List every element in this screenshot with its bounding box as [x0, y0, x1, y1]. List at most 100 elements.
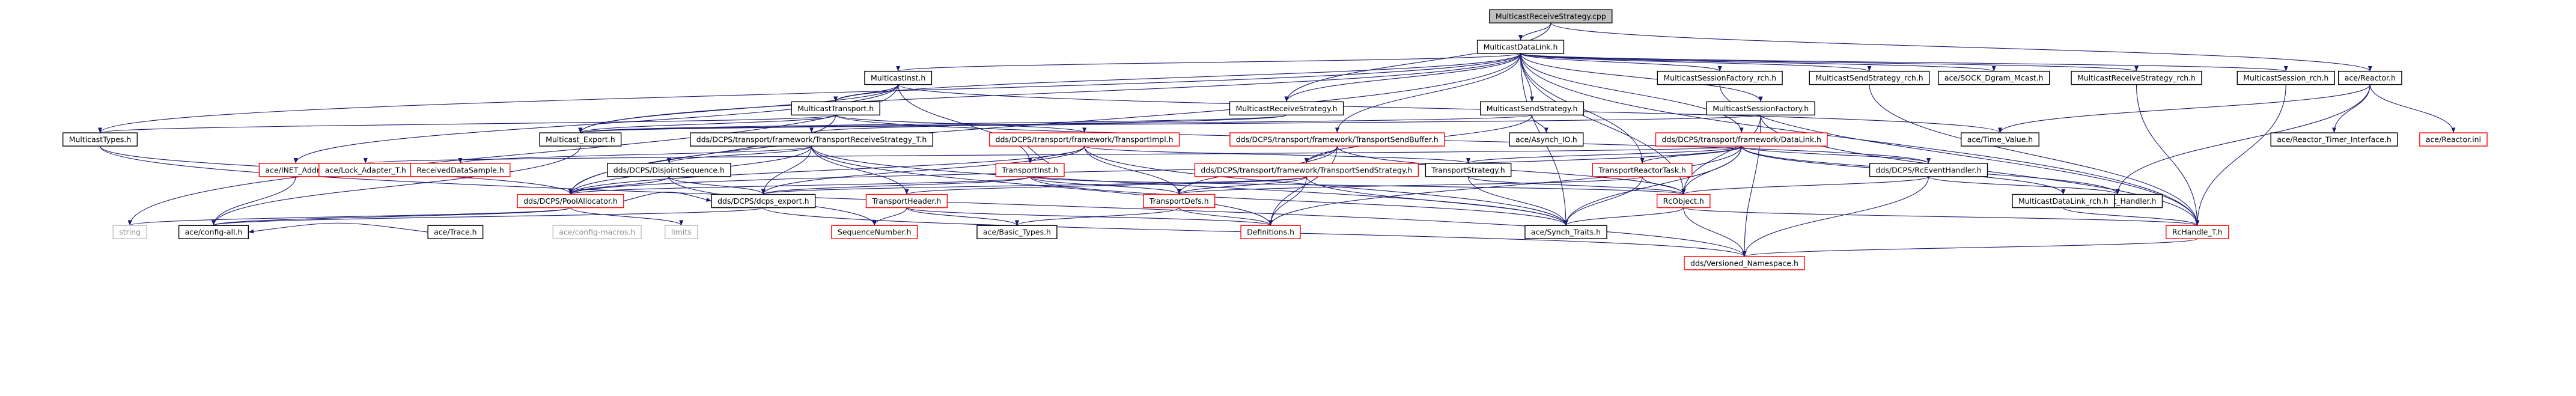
node-transportinst-h[interactable]: TransportInst.h: [995, 163, 1065, 177]
edge-rco-to-st: [1564, 207, 1684, 226]
node-box: [112, 225, 147, 239]
node-label: dds/Versioned_Namespace.h: [1690, 258, 1798, 267]
node-multicasttypes-h[interactable]: MulticastTypes.h: [62, 132, 138, 147]
node-box: [1425, 163, 1512, 177]
edge-timpl-to-tstr: [1084, 145, 1470, 164]
node-ace-reactor-inl[interactable]: ace/Reactor.inl: [2419, 132, 2488, 147]
node-label: TransportDefs.h: [1149, 196, 1209, 206]
node-box: [1480, 101, 1585, 116]
node-multicastinst-h[interactable]: MulticastInst.h: [864, 70, 933, 85]
node-label: ace/Basic_Types.h: [983, 228, 1051, 237]
edge-inet-to-cfa: [211, 176, 296, 226]
node-label: dds/DCPS/transport/framework/TransportSe…: [1236, 135, 1439, 144]
node-box: [552, 225, 642, 239]
node-dds-dcps-transport-framework-transportsendbuffer-h[interactable]: dds/DCPS/transport/framework/TransportSe…: [1229, 132, 1445, 147]
node-string[interactable]: string: [112, 225, 147, 239]
node-ace-reactor-timer-interface-h[interactable]: ace/Reactor_Timer_Interface.h: [2270, 132, 2398, 147]
node-multicasttransport-h[interactable]: MulticastTransport.h: [791, 101, 880, 116]
node-label: MulticastSession_rch.h: [2243, 73, 2328, 82]
node-box: [1524, 225, 1607, 239]
edge-timpl-to-pa: [568, 145, 1085, 195]
node-box: [2012, 193, 2115, 209]
edge-pa-to-lim: [570, 207, 684, 226]
node-transportheader-h[interactable]: TransportHeader.h: [865, 193, 948, 209]
node-receiveddatasample-h[interactable]: ReceivedDataSample.h: [410, 163, 511, 177]
edge-tss-to-defs: [1268, 176, 1307, 226]
edge-dl-to-mi: [896, 53, 1521, 72]
node-ace-asynch-io-h[interactable]: ace/Asynch_IO.h: [1509, 132, 1584, 147]
node-dds-dcps-transport-framework-transportsendstrategy-h[interactable]: dds/DCPS/transport/framework/TransportSe…: [1194, 163, 1419, 177]
node-box: [178, 225, 249, 239]
node-dds-dcps-transport-framework-transportimpl-h[interactable]: dds/DCPS/transport/framework/TransportIm…: [988, 132, 1180, 147]
node-box: [995, 163, 1065, 177]
node-dds-dcps-disjointsequence-h[interactable]: dds/DCPS/DisjointSequence.h: [607, 163, 731, 177]
node-ace-reactor-h[interactable]: ace/Reactor.h: [2337, 70, 2402, 85]
node-multicastdatalink-h[interactable]: MulticastDataLink.h: [1476, 40, 1565, 54]
node-transportdefs-h[interactable]: TransportDefs.h: [1143, 193, 1216, 209]
node-label: dds/DCPS/dcps_export.h: [717, 196, 809, 206]
node-transportstrategy-h[interactable]: TransportStrategy.h: [1425, 163, 1512, 177]
node-label: TransportReactorTask.h: [1598, 165, 1686, 174]
edge-pa-to-dexp: [623, 192, 712, 202]
edge-dl-to-mt: [833, 53, 1521, 102]
edge-mss-to-mexp: [579, 114, 1533, 133]
edge-mt-to-mtyp: [98, 114, 836, 133]
edge-tstr-to-st: [1467, 176, 1568, 226]
node-ace-time-value-h[interactable]: ace/Time_Value.h: [1961, 132, 2039, 147]
edge-rco-to-vn: [1683, 207, 1747, 257]
node-ace-lock-adapter-t-h[interactable]: ace/Lock_Adapter_T.h: [318, 163, 413, 177]
edge-mi-to-inet: [293, 84, 899, 163]
dependency-nodes: MulticastReceiveStrategy.cppMulticastDat…: [62, 9, 2488, 270]
node-multicastsendstrategy-rch-h[interactable]: MulticastSendStrategy_rch.h: [1809, 70, 1930, 85]
node-dds-dcps-dcps-export-h[interactable]: dds/DCPS/dcps_export.h: [711, 193, 816, 209]
node-dds-versioned-namespace-h[interactable]: dds/Versioned_Namespace.h: [1684, 256, 1805, 270]
node-multicastsessionfactory-h[interactable]: MulticastSessionFactory.h: [1706, 101, 1815, 116]
node-dds-dcps-transport-framework-transportreceivestrategy-t-h[interactable]: dds/DCPS/transport/framework/TransportRe…: [690, 132, 934, 147]
node-label: MulticastReceiveStrategy.h: [1235, 104, 1337, 113]
node-ace-inet-addr-h[interactable]: ace/INET_Addr.h: [258, 163, 333, 177]
node-box: [791, 101, 880, 116]
node-ace-config-all-h[interactable]: ace/config-all.h: [178, 225, 249, 239]
node-box: [1706, 101, 1815, 116]
edge-mss-to-aio: [1532, 115, 1548, 133]
node-label: ace/Lock_Adapter_T.h: [325, 165, 406, 174]
node-multicastreceivestrategy-cpp[interactable]: MulticastReceiveStrategy.cpp: [1489, 9, 1613, 23]
node-label: dds/DCPS/transport/framework/TransportSe…: [1201, 165, 1412, 174]
edge-dl-to-msf: [1520, 53, 1763, 102]
node-multicastdatalink-rch-h[interactable]: MulticastDataLink_rch.h: [2012, 193, 2115, 209]
node-multicastsessionfactory-rch-h[interactable]: MulticastSessionFactory_rch.h: [1657, 70, 1783, 85]
edge-dl-to-msfr: [1520, 53, 1722, 72]
node-limits[interactable]: limits: [665, 225, 698, 239]
edge-msf-to-rco: [1681, 115, 1761, 195]
node-dds-dcps-poolallocator-h[interactable]: dds/DCPS/PoolAllocator.h: [517, 193, 624, 209]
node-box: [2236, 70, 2335, 85]
node-definitions-h[interactable]: Definitions.h: [1240, 225, 1301, 239]
node-label: MulticastSendStrategy_rch.h: [1815, 73, 1923, 82]
node-dds-dcps-transport-framework-datalink-h[interactable]: dds/DCPS/transport/framework/DataLink.h: [1655, 132, 1828, 147]
node-box: [2337, 70, 2402, 85]
node-multicastreceivestrategy-rch-h[interactable]: MulticastReceiveStrategy_rch.h: [2071, 70, 2202, 85]
edge-dl-to-mexp: [578, 53, 1521, 133]
node-label: dds/DCPS/transport/framework/TransportRe…: [696, 135, 927, 144]
node-multicastsession-rch-h[interactable]: MulticastSession_rch.h: [2236, 70, 2335, 85]
node-ace-basic-types-h[interactable]: ace/Basic_Types.h: [976, 225, 1058, 239]
node-ace-trace-h[interactable]: ace/Trace.h: [427, 225, 484, 239]
node-multicastreceivestrategy-h[interactable]: MulticastReceiveStrategy.h: [1229, 101, 1344, 116]
node-box: [1194, 163, 1419, 177]
node-transportreactortask-h[interactable]: TransportReactorTask.h: [1592, 163, 1693, 177]
node-sequencenumber-h[interactable]: SequenceNumber.h: [831, 225, 918, 239]
node-ace-sock-dgram-mcast-h[interactable]: ace/SOCK_Dgram_Mcast.h: [1938, 70, 2050, 85]
edge-trs-to-defs: [811, 146, 1273, 226]
edge-dl-to-sock: [1520, 53, 1996, 72]
node-multicastsendstrategy-h[interactable]: MulticastSendStrategy.h: [1480, 101, 1585, 116]
edge-dl-to-mrs: [1284, 53, 1521, 102]
node-label: MulticastSessionFactory_rch.h: [1663, 73, 1776, 82]
edge-tr-to-cfa: [248, 222, 428, 234]
node-dds-dcps-rceventhandler-h[interactable]: dds/DCPS/RcEventHandler.h: [1869, 163, 1988, 177]
node-ace-synch-traits-h[interactable]: ace/Synch_Traits.h: [1524, 225, 1607, 239]
node-rchandle-t-h[interactable]: RcHandle_T.h: [2166, 225, 2229, 239]
edge-dseq-to-pa: [568, 176, 669, 195]
node-multicast-export-h[interactable]: Multicast_Export.h: [539, 132, 622, 147]
node-ace-config-macros-h[interactable]: ace/config-macros.h: [552, 225, 642, 239]
node-rcobject-h[interactable]: RcObject.h: [1656, 193, 1711, 209]
